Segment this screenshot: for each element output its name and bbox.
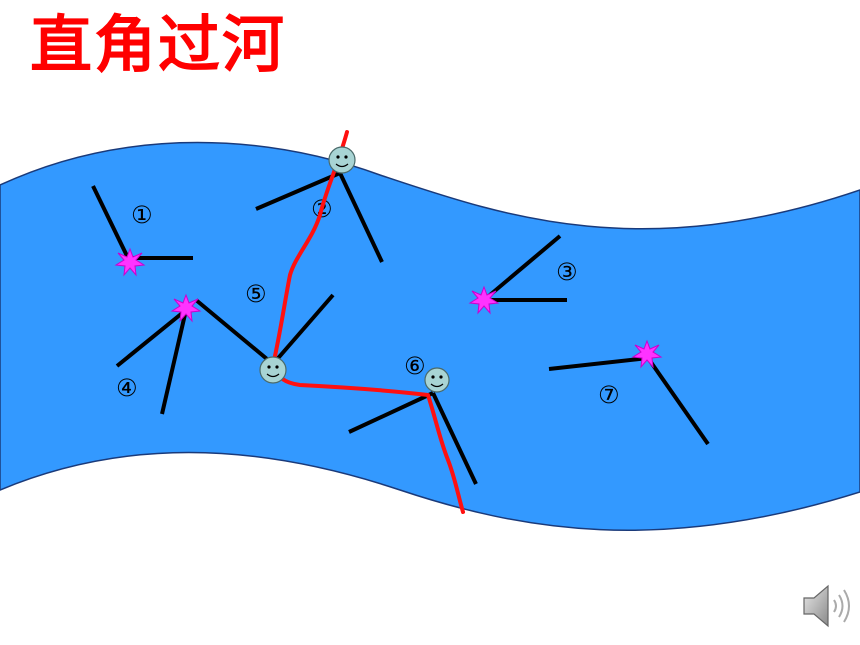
angle-4[interactable] bbox=[115, 308, 188, 415]
speaker-icon[interactable] bbox=[798, 576, 858, 636]
angle-5[interactable] bbox=[194, 293, 335, 366]
river bbox=[0, 141, 860, 531]
angle-3[interactable] bbox=[482, 234, 567, 302]
slide-title: 直角过河 bbox=[30, 8, 287, 81]
starburst-icon bbox=[170, 293, 202, 323]
angle-2[interactable] bbox=[255, 171, 384, 263]
label-3: ③ bbox=[556, 258, 578, 286]
smiley-face-icon bbox=[259, 356, 287, 384]
smiley-face-icon bbox=[328, 146, 356, 174]
angle-7[interactable] bbox=[548, 356, 710, 446]
label-6: ⑥ bbox=[404, 352, 426, 380]
smiley-face-icon bbox=[424, 367, 450, 393]
angle-6[interactable] bbox=[348, 391, 478, 485]
starburst-icon bbox=[114, 247, 146, 277]
label-7: ⑦ bbox=[598, 381, 620, 409]
starburst-icon bbox=[631, 339, 663, 369]
label-4: ④ bbox=[116, 374, 138, 402]
label-1: ① bbox=[131, 201, 153, 229]
angle-1[interactable] bbox=[91, 185, 193, 260]
label-5: ⑤ bbox=[245, 280, 267, 308]
starburst-icon bbox=[468, 285, 500, 315]
